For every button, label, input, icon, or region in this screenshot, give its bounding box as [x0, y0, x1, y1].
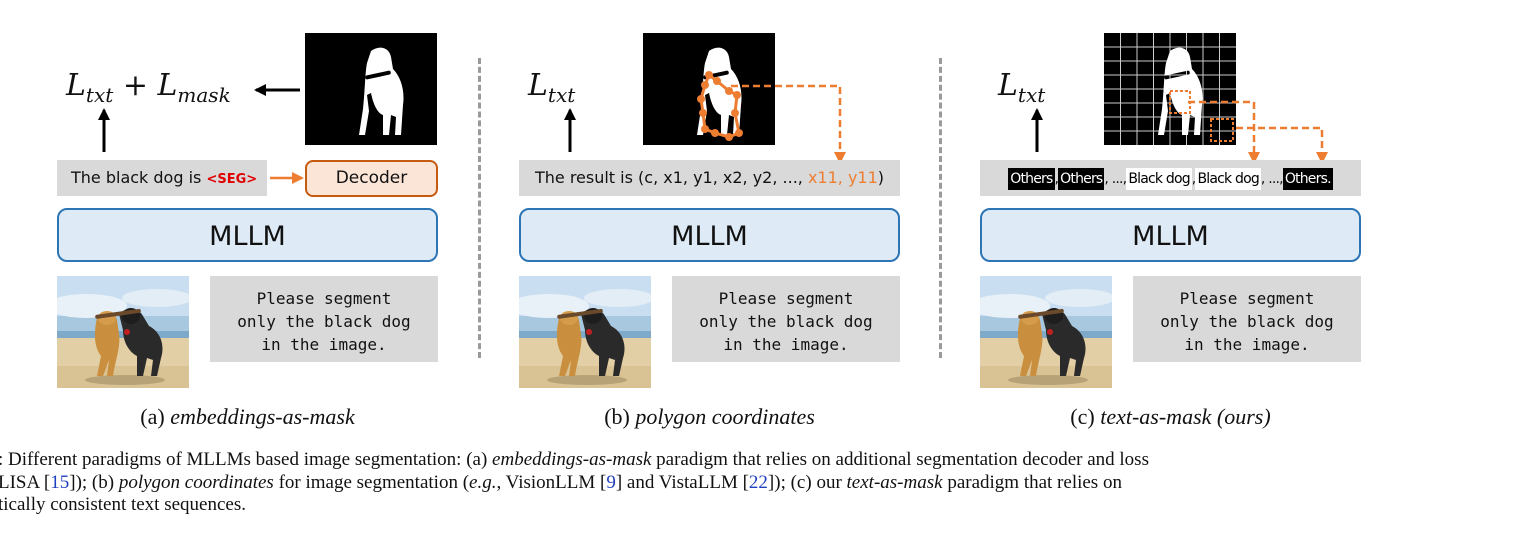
- loss-label-c: Ltxt: [998, 68, 1046, 107]
- mllm-box-a: MLLM: [57, 208, 438, 262]
- token-others: Others: [1058, 168, 1105, 190]
- panel-divider-1: [478, 58, 481, 358]
- decoder-box: Decoder: [305, 160, 438, 197]
- citation-link[interactable]: 22: [748, 471, 768, 493]
- text-output-a: The black dog is <SEG>: [57, 160, 267, 196]
- citation-link[interactable]: 9: [606, 471, 616, 493]
- text-output-b: The result is (c, x1, y1, x2, y2, ..., x…: [519, 160, 900, 196]
- panel-divider-2: [939, 58, 942, 358]
- mllm-box-b: MLLM: [519, 208, 900, 262]
- loss-label-a: Ltxt + Lmask: [66, 68, 231, 107]
- mask-image-icon: [1104, 33, 1236, 145]
- mask-image-icon: [305, 33, 437, 145]
- dog-photo-icon: [57, 276, 189, 388]
- figure-caption-line-1: : Different paradigms of MLLMs based ima…: [0, 449, 1149, 470]
- figure-caption-line-2: LISA [15]); (b) polygon coordinates for …: [0, 471, 1122, 493]
- token-black-dog: Black dog: [1126, 168, 1192, 190]
- mllm-box-c: MLLM: [980, 208, 1361, 262]
- dog-photo-icon: [519, 276, 651, 388]
- arrows-a: [98, 84, 304, 184]
- loss-label-b: Ltxt: [528, 68, 576, 107]
- seg-token: <SEG>: [206, 172, 258, 187]
- figure-caption: : Different paradigms of MLLMs based ima…: [0, 449, 1149, 517]
- caption-a: (a) embeddings-as-mask: [140, 404, 355, 429]
- caption-c: (c) text-as-mask (ours): [1070, 404, 1271, 429]
- dashed-arrow-icon: [1236, 126, 1328, 164]
- text-output-c: Others,Others, ..., Black dog,Black dog,…: [980, 160, 1361, 196]
- dashed-arrow-icon: [1188, 100, 1260, 164]
- prompt-c: Please segment only the black dog in the…: [1133, 276, 1361, 362]
- token-others: Others: [1008, 168, 1055, 190]
- mask-image-icon: [643, 33, 775, 145]
- token-others: Others.: [1282, 168, 1333, 190]
- dashed-arrow-icon: [731, 84, 846, 164]
- citation-link[interactable]: 15: [50, 471, 70, 493]
- dog-photo-icon: [980, 276, 1112, 388]
- token-black-dog: Black dog: [1195, 168, 1261, 190]
- prompt-b: Please segment only the black dog in the…: [672, 276, 900, 362]
- figure-caption-line-3: tically consistent text sequences.: [0, 494, 246, 515]
- arrows-b: [564, 84, 846, 164]
- arrows-c: [1031, 100, 1328, 164]
- prompt-a: Please segment only the black dog in the…: [210, 276, 438, 362]
- caption-b: (b) polygon coordinates: [604, 404, 815, 429]
